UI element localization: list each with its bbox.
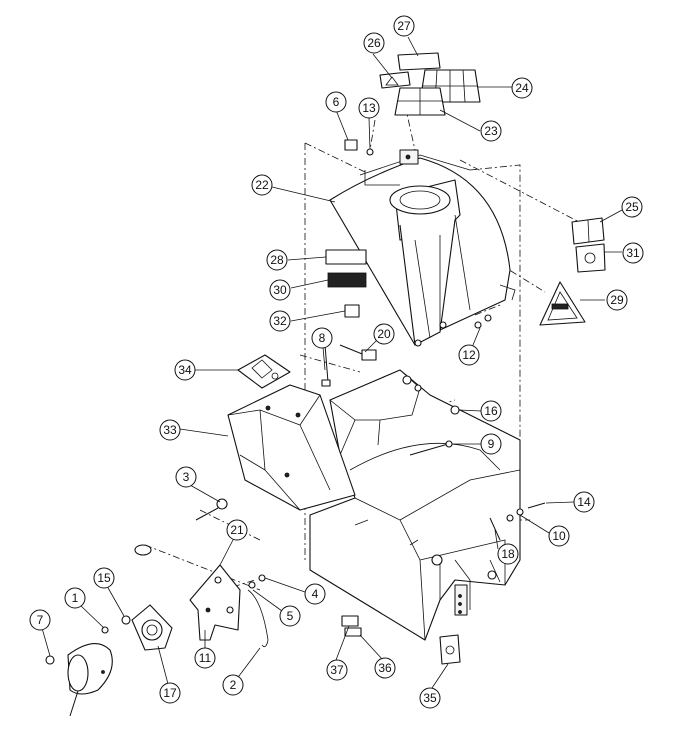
callout-12: 12 (458, 344, 480, 366)
callout-15: 15 (93, 567, 115, 589)
main-housing-frame (309, 369, 521, 641)
callout-label: 14 (577, 495, 591, 509)
callout-label: 9 (488, 437, 495, 451)
callout-label: 31 (626, 246, 640, 260)
callout-16: 16 (480, 400, 502, 422)
callout-label: 28 (270, 253, 284, 267)
callout-label: 10 (552, 529, 566, 543)
decal-group-top (379, 52, 481, 116)
bearing-17 (131, 604, 173, 651)
callout-label: 36 (378, 661, 392, 675)
callout-18: 18 (497, 543, 519, 565)
bearing-plate (189, 564, 241, 641)
callout-label: 15 (97, 571, 111, 585)
callout-1: 1 (64, 587, 86, 609)
callout-4: 4 (304, 583, 326, 605)
callout-label: 25 (625, 200, 639, 214)
callout-32: 32 (269, 310, 291, 332)
callout-23: 23 (480, 120, 502, 142)
callout-34: 34 (174, 359, 196, 381)
callout-label: 12 (462, 348, 476, 362)
leader-lines (41, 36, 623, 689)
callout-6: 6 (325, 91, 347, 113)
callout-35: 35 (419, 687, 441, 709)
callout-label: 26 (367, 36, 381, 50)
drive-motor (67, 643, 113, 717)
decal-group-right (571, 217, 606, 273)
callout-label: 27 (397, 19, 411, 33)
callout-label: 13 (362, 101, 376, 115)
callout-label: 35 (423, 691, 437, 705)
callout-label: 3 (183, 470, 190, 484)
callout-label: 33 (163, 423, 177, 437)
callout-label: 32 (273, 314, 287, 328)
callout-label: 37 (330, 663, 344, 677)
callout-label: 23 (484, 124, 498, 138)
decal-group-bottom (341, 615, 461, 665)
callout-label: 17 (163, 686, 177, 700)
callout-label: 8 (319, 331, 326, 345)
callout-label: 29 (610, 293, 624, 307)
callout-label: 11 (199, 651, 212, 665)
decal-34 (237, 354, 291, 389)
callout-10: 10 (548, 525, 570, 547)
callout-27: 27 (393, 15, 415, 37)
callout-17: 17 (159, 682, 181, 704)
callout-label: 21 (230, 523, 244, 537)
callout-13: 13 (358, 97, 380, 119)
callout-22: 22 (251, 174, 273, 196)
feed-hopper (227, 384, 356, 511)
callout-37: 37 (326, 659, 348, 681)
callout-label: 2 (230, 678, 237, 692)
callout-21: 21 (226, 519, 248, 541)
callout-8: 8 (311, 327, 333, 349)
callout-30: 30 (269, 279, 291, 301)
callout-2: 2 (222, 674, 244, 696)
callout-26: 26 (363, 32, 385, 54)
callout-label: 6 (333, 95, 340, 109)
callout-36: 36 (374, 657, 396, 679)
callout-24: 24 (511, 77, 533, 99)
callout-25: 25 (621, 196, 643, 218)
callout-label: 18 (501, 547, 515, 561)
callout-label: 1 (72, 591, 79, 605)
warning-triangle-decal (539, 281, 586, 326)
callout-11: 11 (194, 647, 216, 669)
callout-label: 22 (255, 178, 269, 192)
callout-31: 31 (622, 242, 644, 264)
callout-33: 33 (159, 419, 181, 441)
callout-label: 4 (312, 587, 319, 601)
callout-7: 7 (29, 609, 51, 631)
decal-group-left (325, 249, 367, 318)
callout-20: 20 (373, 323, 395, 345)
callout-label: 20 (377, 327, 391, 341)
callout-29: 29 (606, 289, 628, 311)
callout-5: 5 (279, 605, 301, 627)
upper-chute-hood (329, 149, 516, 347)
callout-label: 7 (37, 613, 44, 627)
callout-label: 5 (287, 609, 294, 623)
callout-label: 30 (273, 283, 287, 297)
callout-9: 9 (480, 433, 502, 455)
callout-3: 3 (175, 466, 197, 488)
callout-label: 24 (515, 81, 529, 95)
callout-label: 34 (178, 363, 192, 377)
callout-28: 28 (266, 249, 288, 271)
callout-label: 16 (484, 404, 498, 418)
callout-14: 14 (573, 491, 595, 513)
